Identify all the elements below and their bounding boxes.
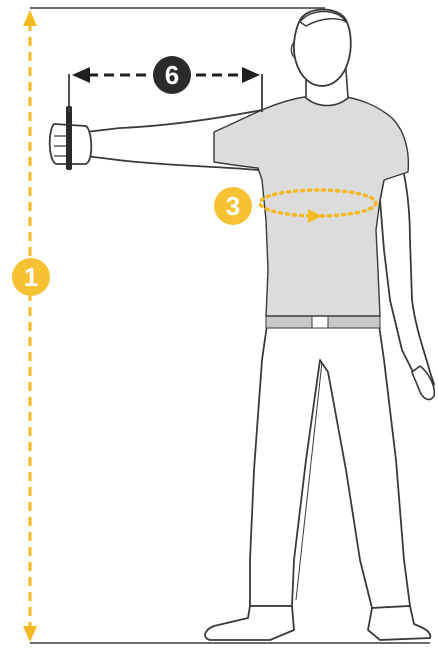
chest-badge: 3 [214, 187, 252, 225]
arm-guide-arrow-right [242, 67, 260, 83]
right-foot [368, 606, 430, 640]
arm-badge-label: 6 [165, 62, 179, 88]
chest-badge-label: 3 [226, 193, 240, 219]
arm-badge: 6 [153, 56, 191, 94]
height-guide-arrow-bottom [23, 626, 37, 642]
left-foot [205, 606, 294, 640]
hanging-hand [412, 366, 434, 399]
height-guide-arrow-top [23, 10, 37, 26]
height-badge-label: 1 [24, 264, 38, 290]
tape-pen [66, 106, 72, 170]
height-badge: 1 [12, 258, 50, 296]
arm-guide-arrow-left [72, 67, 90, 83]
trousers [250, 318, 410, 608]
